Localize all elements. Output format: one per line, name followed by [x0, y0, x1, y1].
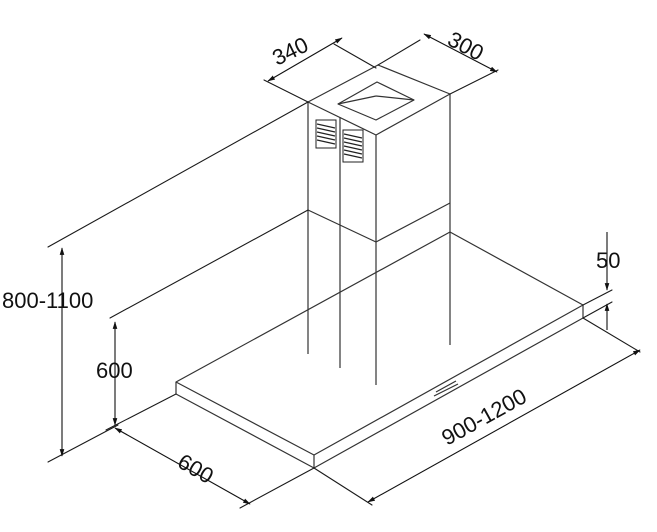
dimension-chimney-depth: 300	[377, 26, 499, 95]
dimension-overall-height: 800-1100	[2, 101, 309, 463]
dimension-label-50: 50	[596, 248, 620, 273]
dimension-label-900-1200: 900-1200	[437, 383, 530, 450]
chimney-top-face	[307, 64, 451, 136]
dimension-canopy-height: 600	[96, 209, 309, 426]
dimension-canopy-thickness: 50	[582, 232, 620, 330]
dimension-label-300: 300	[444, 26, 488, 65]
canopy-top-surface	[175, 231, 584, 456]
vent-grille-right-icon	[342, 129, 364, 163]
dimension-label-800-1100: 800-1100	[2, 288, 93, 313]
vent-grille-left-icon	[315, 119, 337, 149]
dimension-label-600-height: 600	[96, 358, 133, 383]
dimension-canopy-width: 900-1200	[313, 317, 641, 506]
dimension-label-340: 340	[268, 32, 312, 71]
